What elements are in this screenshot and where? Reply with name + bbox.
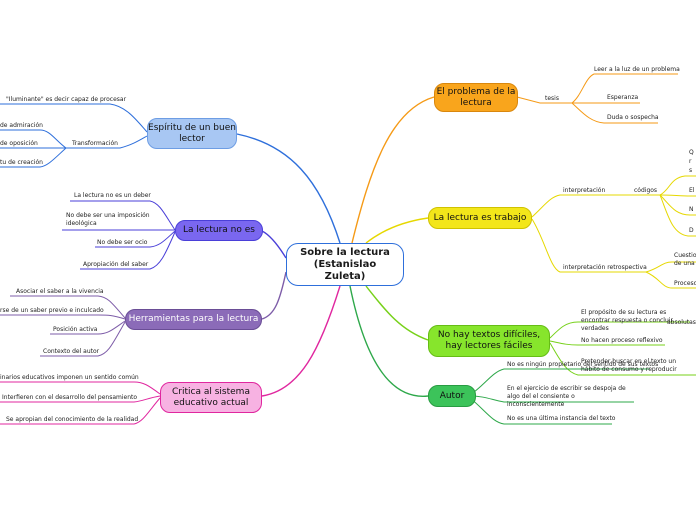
leaf-de-una[interactable]: de una c xyxy=(674,260,696,267)
leaf-codigos[interactable]: códigos xyxy=(634,187,658,194)
leaf-cuestion[interactable]: Cuestio xyxy=(674,252,696,259)
branch-no-hay-textos[interactable]: No hay textos difíciles, hay lectores fá… xyxy=(428,325,550,357)
leaf-codigo-el[interactable]: El xyxy=(689,187,695,194)
branch-herramientas[interactable]: Herramientas para la lectura xyxy=(125,309,262,330)
link-noes xyxy=(261,230,287,259)
branch-critica-label: Critica al sistema educativo actual xyxy=(172,386,250,408)
leaf-esperanza[interactable]: Esperanza xyxy=(607,94,639,101)
leaf-interfieren[interactable]: Interfieren con el desarrollo del pensam… xyxy=(2,394,138,401)
leaf-apropian[interactable]: Se apropian del conocimiento de la reali… xyxy=(6,416,139,423)
branch-lectura-trabajo[interactable]: La lectura es trabajo xyxy=(428,207,532,229)
leaf-interpretacion[interactable]: interpretación xyxy=(563,187,606,194)
branch-lectura-no-es-label: La lectura no es xyxy=(183,225,255,235)
leaf-admiracion[interactable]: de admiración xyxy=(0,122,43,129)
leaf-creacion[interactable]: tu de creación xyxy=(0,159,43,166)
leaf-asociar[interactable]: Asociar el saber a la vivencia xyxy=(16,288,104,295)
leaf-imponen[interactable]: inarios educativos imponen un sentido co… xyxy=(0,374,139,381)
link-critica xyxy=(261,285,341,397)
leaf-no-deber[interactable]: La lectura no es un deber xyxy=(74,192,151,199)
branch-herramientas-label: Herramientas para la lectura xyxy=(128,314,259,324)
leaf-no-propietario[interactable]: No es ningún propietario del sentido de … xyxy=(507,361,659,368)
leaf-leer-luz[interactable]: Leer a la luz de un problema xyxy=(594,66,680,73)
leaf-oposicion[interactable]: de oposición xyxy=(0,140,38,147)
branch-el-problema[interactable]: El problema de la lectura xyxy=(434,83,518,112)
leaf-no-reflexivo[interactable]: No hacen proceso reflexivo xyxy=(581,337,663,344)
leaf-codigo-d[interactable]: D xyxy=(689,227,694,234)
leaf-apropiacion[interactable]: Apropiación del saber xyxy=(83,261,149,268)
link-herramientas xyxy=(261,271,287,320)
link-trabajo xyxy=(365,217,429,244)
link-autor xyxy=(349,285,429,397)
leaf-interp-retrospectiva[interactable]: interpretación retrospectiva xyxy=(563,264,647,271)
branch-autor[interactable]: Autor xyxy=(428,385,476,407)
branch-lectura-no-es[interactable]: La lectura no es xyxy=(175,220,263,241)
leaf-transformacion[interactable]: Transformación xyxy=(72,140,118,147)
leaf-ocio[interactable]: No debe ser ocio xyxy=(97,239,148,246)
branch-el-problema-label: El problema de la lectura xyxy=(436,86,516,108)
branch-no-hay-textos-label: No hay textos difíciles, hay lectores fá… xyxy=(437,330,541,351)
leaf-codigo-s[interactable]: s xyxy=(689,167,693,174)
leaf-codigo-q[interactable]: Q xyxy=(689,149,694,156)
branch-espiritu-label: Espíritu de un buen lector xyxy=(148,122,236,144)
leaf-pretender[interactable]: Pretender buscar en el texto un hábito d… xyxy=(581,358,677,373)
central-topic[interactable]: Sobre la lectura (Estanislao Zuleta) xyxy=(286,243,404,286)
link-textos xyxy=(365,285,429,341)
leaf-posicion-activa[interactable]: Posición activa xyxy=(53,326,98,333)
leaf-proposito[interactable]: El propósito de su lectura es encontrar … xyxy=(581,309,673,332)
branch-espiritu[interactable]: Espíritu de un buen lector xyxy=(147,118,237,149)
leaf-contexto[interactable]: Contexto del autor xyxy=(43,348,100,355)
leaf-imposicion[interactable]: No debe ser una imposición ideológica xyxy=(66,212,150,227)
leaf-codigo-r[interactable]: r xyxy=(689,158,692,165)
branch-lectura-trabajo-label: La lectura es trabajo xyxy=(433,212,527,223)
central-topic-label: Sobre la lectura (Estanislao Zuleta) xyxy=(300,246,390,282)
leaf-proceso[interactable]: Proceso xyxy=(674,280,696,287)
leaf-codigo-n[interactable]: N xyxy=(689,206,694,213)
leaf-ejercicio[interactable]: En el ejercicio de escribir se despoja d… xyxy=(507,385,626,408)
link-problema xyxy=(351,96,435,244)
leaf-duda[interactable]: Duda o sospecha xyxy=(607,114,659,121)
branch-critica[interactable]: Critica al sistema educativo actual xyxy=(160,382,262,413)
leaf-saber-previo[interactable]: rse de un saber previo e inculcado xyxy=(0,307,104,314)
leaf-tesis[interactable]: tesis xyxy=(545,95,559,102)
leaf-absolutas[interactable]: absolutas xyxy=(667,319,696,326)
branch-autor-label: Autor xyxy=(439,390,465,401)
leaf-ultima-instancia[interactable]: No es una última instancia del texto xyxy=(507,415,616,422)
link-espiritu xyxy=(236,133,341,244)
leaf-iluminante[interactable]: "Iluminante" es decir capaz de procesar xyxy=(6,96,127,103)
